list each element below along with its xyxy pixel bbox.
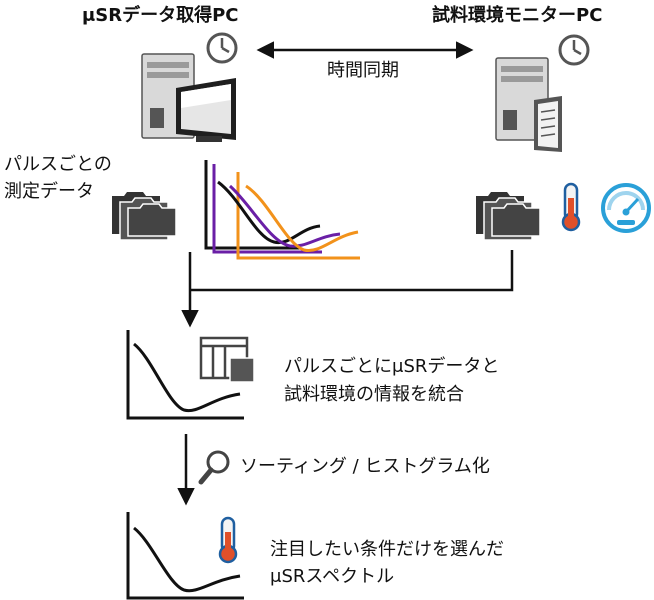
curve-orange [245,184,359,253]
raw-data-plot [204,160,360,260]
integrate-label-line2: 試料環境の情報を統合 [284,384,464,405]
integrate-label-line1: パルスごとにμSRデータと [284,356,500,377]
folder-stack-icon [112,192,177,241]
sort-label: ソーティング / ヒストグラム化 [240,456,490,477]
gauge-icon [601,183,651,233]
integrated-plot [126,330,244,420]
curve-purple [228,184,341,248]
desktop-computer-icon [141,53,236,142]
folder-stack-icon [476,192,541,241]
table-window-icon [199,336,255,383]
daq-pc-title: μSRデータ取得PC [82,5,239,26]
magnifier-icon [198,450,230,485]
thermometer-icon [218,516,238,564]
result-label-line2: μSRスペクトル [270,566,395,587]
merge-line-right [190,250,514,292]
server-document-icon [495,57,562,152]
result-label-line1: 注目したい条件だけを選んだ [270,539,504,560]
env-pc-title: 試料環境モニターPC [432,5,603,26]
per-pulse-label-line2: 測定データ [4,181,94,202]
result-plot [126,512,244,600]
clock-icon [206,32,238,64]
sync-label: 時間同期 [327,60,399,81]
thermometer-icon [561,182,581,232]
curve-black [217,180,321,245]
clock-icon [558,34,590,66]
per-pulse-label-line1: パルスごとの [4,154,112,175]
